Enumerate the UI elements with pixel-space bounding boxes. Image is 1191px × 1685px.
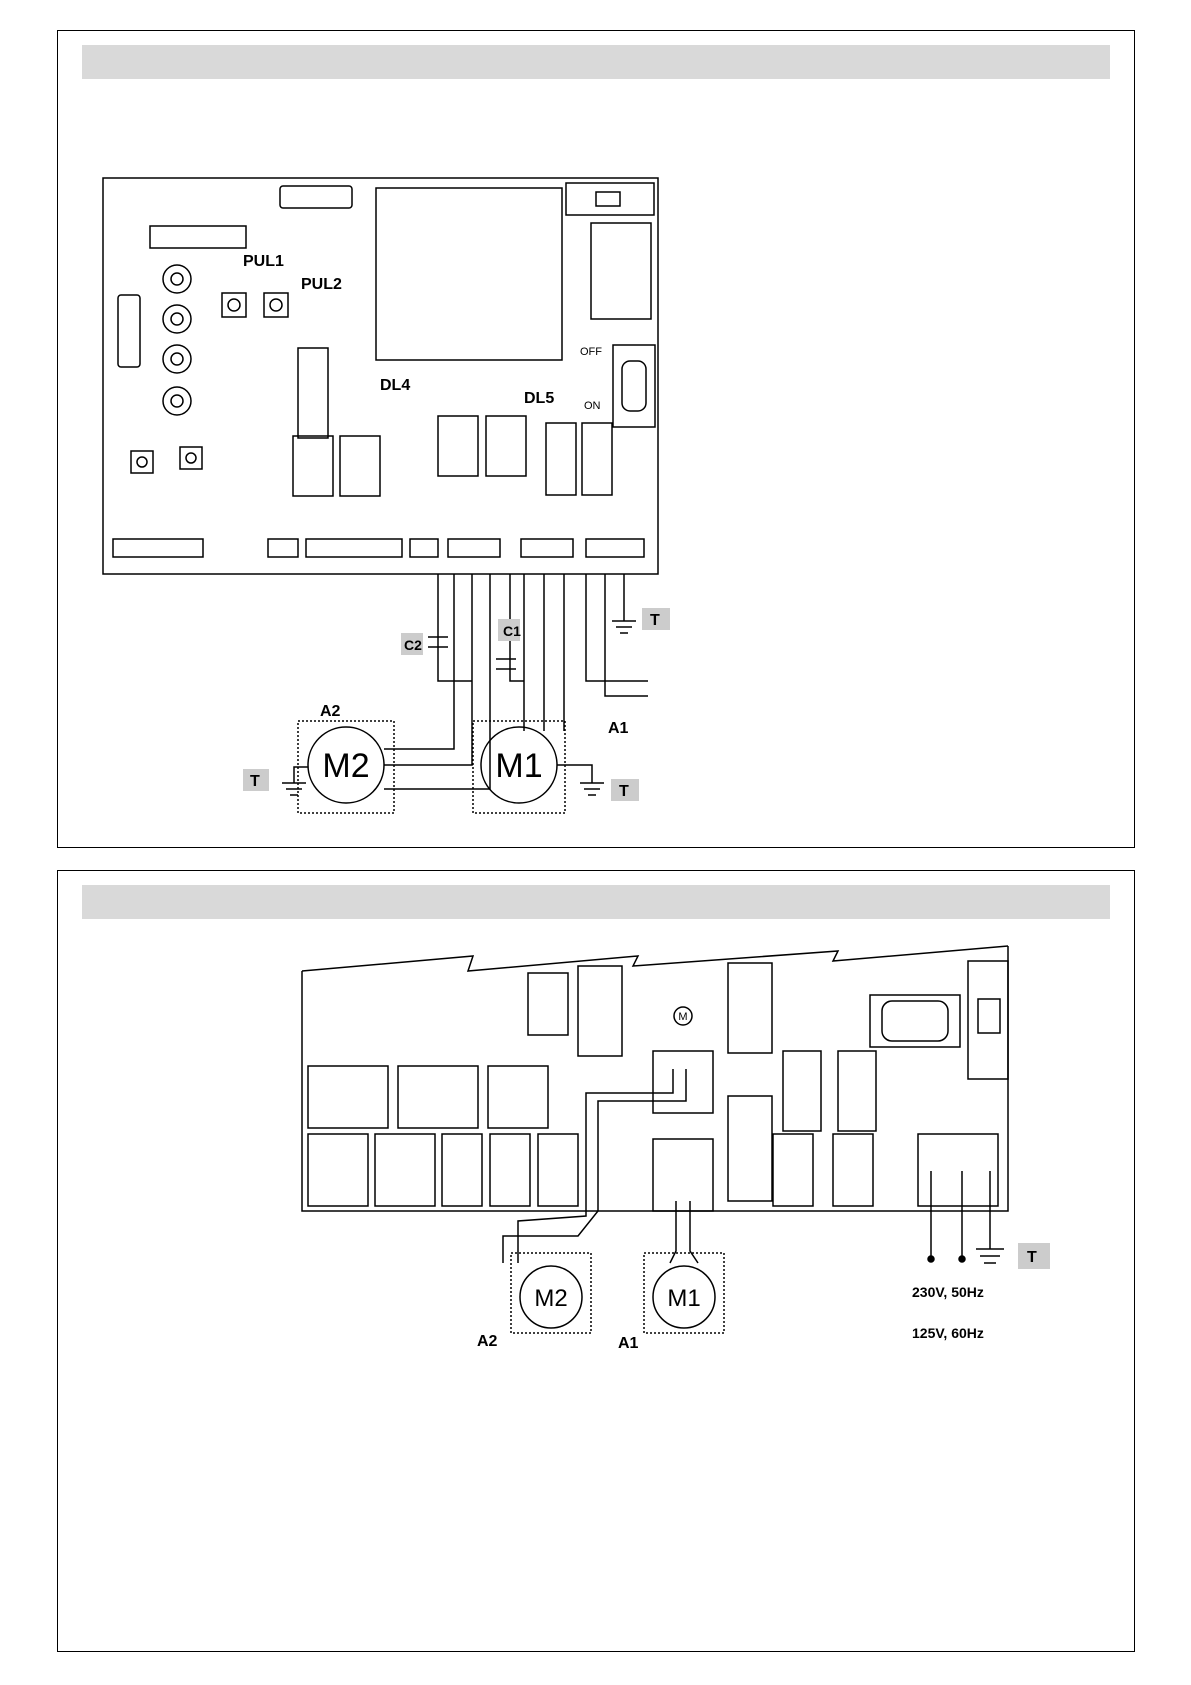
label-m1-b: M1 <box>667 1285 700 1312</box>
label-t-2: T <box>250 773 260 790</box>
wiring-diagram-panel-2: T M2 M1 M A2 A1 230V, 50Hz 125V, 60Hz <box>57 870 1135 1652</box>
power-terminal-block <box>918 1134 998 1206</box>
dip-switch-bank <box>150 226 246 248</box>
fuse-holder-2 <box>870 995 960 1047</box>
motor-m1-terminal-block <box>653 1139 713 1211</box>
label-a2: A2 <box>320 703 341 720</box>
relay-3 <box>438 416 478 476</box>
power-switch <box>613 345 655 427</box>
label-c1: C1 <box>503 623 521 639</box>
control-board-outline-2 <box>302 946 1008 1211</box>
label-c2: C2 <box>404 637 422 653</box>
label-pul2: PUL2 <box>301 276 342 293</box>
label-pul1: PUL1 <box>243 253 284 270</box>
transformer-module <box>376 188 562 360</box>
label-voltage-230: 230V, 50Hz <box>912 1284 984 1300</box>
fuse-holder <box>591 223 651 319</box>
label-a1-b: A1 <box>618 1335 639 1352</box>
relay-2 <box>340 436 380 496</box>
motor-m2-terminal-block <box>653 1051 713 1113</box>
label-a2-b: A2 <box>477 1333 498 1350</box>
label-on: ON <box>584 400 601 412</box>
label-m2-b: M2 <box>534 1285 567 1312</box>
control-board-diagram-2: T M2 M1 M A2 A1 230V, 50Hz 125V, 60Hz <box>58 871 1136 1653</box>
label-a1: A1 <box>608 720 629 737</box>
relay-1 <box>293 436 333 496</box>
label-off: OFF <box>580 346 602 358</box>
label-dl4: DL4 <box>380 377 410 394</box>
label-m1: M1 <box>495 747 542 785</box>
power-switch-2 <box>968 961 1008 1079</box>
ground-symbol <box>612 621 636 633</box>
control-board-outline <box>103 178 658 574</box>
terminal-block-1 <box>308 1066 388 1128</box>
wiring-diagram-panel-1: PUL1 PUL2 DL4 DL5 OFF ON C1 C2 A1 A2 M1 … <box>57 30 1135 848</box>
label-m2: M2 <box>322 747 369 785</box>
label-motor-m: M <box>678 1011 687 1023</box>
label-t-3: T <box>619 783 629 800</box>
label-voltage-125: 125V, 60Hz <box>912 1325 984 1341</box>
label-t-1: T <box>650 612 660 629</box>
control-board-diagram-1: PUL1 PUL2 DL4 DL5 OFF ON C1 C2 A1 A2 M1 … <box>58 31 1136 849</box>
relay-4 <box>486 416 526 476</box>
label-dl5: DL5 <box>524 390 554 407</box>
label-t-4: T <box>1027 1249 1037 1266</box>
